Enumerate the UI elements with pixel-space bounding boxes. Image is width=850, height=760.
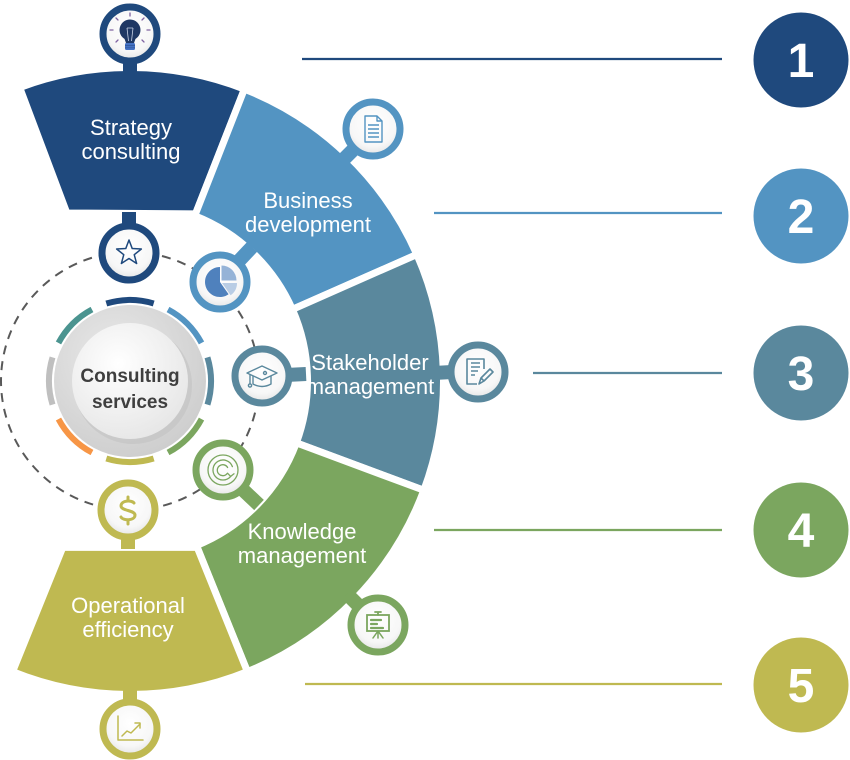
center-title-line1: Consulting [80,366,179,387]
growth-chart-icon [117,715,144,741]
center-inner-disc [72,323,188,439]
step-number: 1 [788,35,815,88]
document-badge [342,98,404,160]
center-ring-segment [166,417,205,456]
lightbulb-icon [109,12,151,50]
step-number-badge-1: 1 [753,12,849,108]
strategy-consulting-label-line2: consulting [81,139,180,164]
center-ring-segment [204,356,214,406]
edit-note-icon [466,358,494,385]
graduation-cap-badge [231,345,293,407]
step-number-badge-2: 2 [753,168,849,264]
step-number: 2 [788,191,815,244]
refresh-badge [192,439,254,501]
stakeholder-management-label-line1: Stakeholder [311,350,428,375]
center-hub: Consulting services [46,297,214,465]
pie-chart-icon [205,265,237,297]
operational-efficiency-label-line1: Operational [71,593,185,618]
center-ring-segment [55,306,94,345]
center-ring-segment [105,297,155,307]
step-number-badge-4: 4 [753,482,849,578]
star-badge [98,222,160,284]
business-development-label-line2: development [245,212,371,237]
step-number-badge-3: 3 [753,325,849,421]
step-number: 5 [788,660,815,713]
knowledge-management-label-line1: Knowledge [248,519,357,544]
center-title-line2: services [92,392,168,413]
step-number-badge-5: 5 [753,637,849,733]
graduation-cap-icon [246,365,278,388]
edit-note-badge [447,341,509,403]
star-icon [115,239,143,265]
presentation-board-badge [347,594,409,656]
strategy-consulting-label-line1: Strategy [90,115,172,140]
presentation-board-icon [366,611,390,639]
stakeholder-management-label-line2: management [306,374,434,399]
operational-efficiency-segment [8,543,252,698]
business-development-label-line1: Business [263,188,352,213]
pie-chart-badge [189,251,251,313]
step-number: 3 [788,348,815,401]
center-ring-segment [105,455,155,465]
document-icon [364,115,383,143]
step-number: 4 [788,505,815,558]
refresh-icon [207,454,239,486]
knowledge-management-label-line2: management [238,543,366,568]
center-ring-segment [46,356,56,406]
dollar-badge [97,479,159,541]
center-ring-segment [166,306,205,345]
growth-chart-badge [99,698,161,760]
operational-efficiency-label-line2: efficiency [82,617,173,642]
center-ring-segment [55,417,94,456]
lightbulb-badge [99,3,161,65]
connector [336,144,359,167]
dollar-icon [119,495,137,526]
